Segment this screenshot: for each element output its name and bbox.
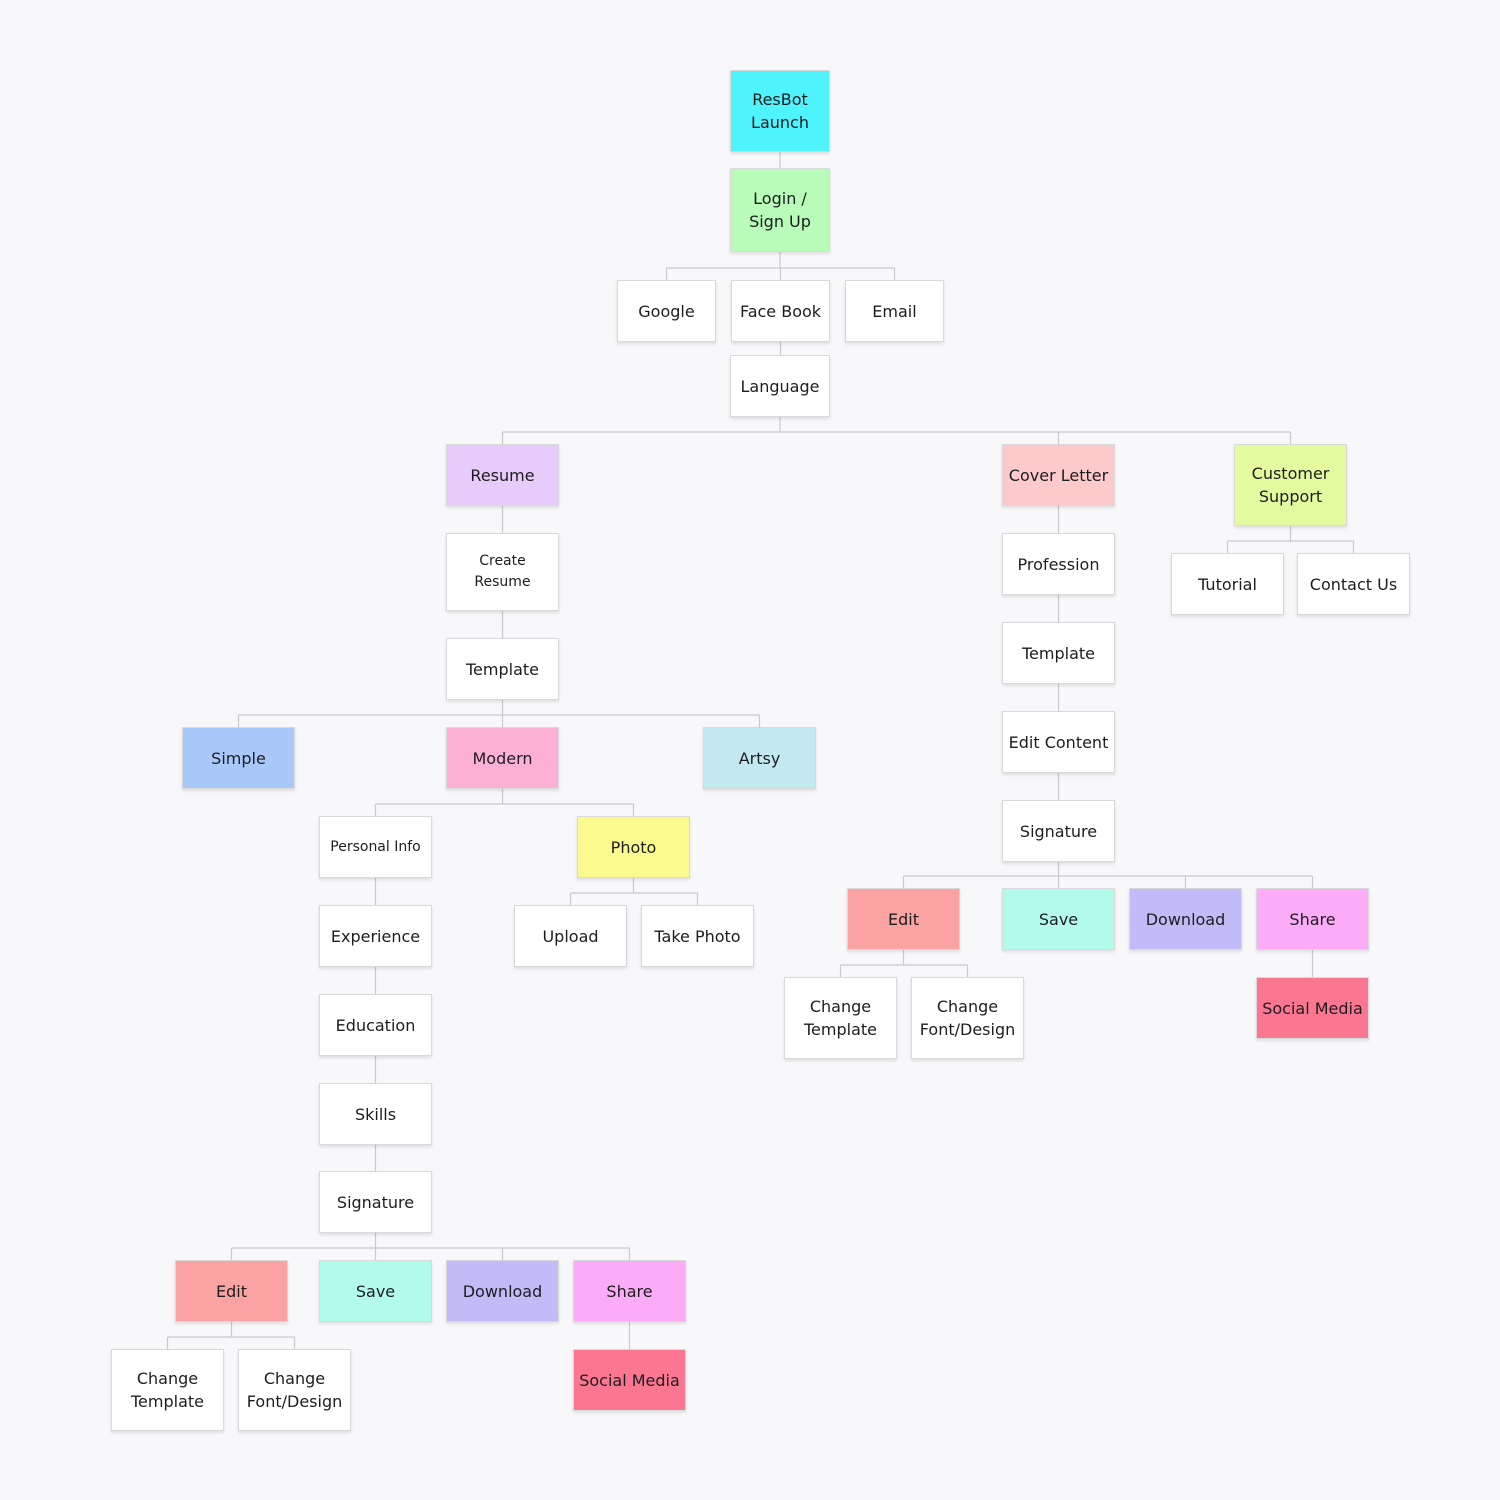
node-facebook: Face Book [731,280,830,342]
node-resume-share: Share [573,1260,686,1322]
node-resume: Resume [446,444,559,506]
node-cover-share: Share [1256,888,1369,950]
node-customer-support: Customer Support [1234,444,1347,526]
node-skills: Skills [319,1083,432,1145]
node-google: Google [617,280,716,342]
node-cover-save: Save [1002,888,1115,950]
node-cover-social-media: Social Media [1256,977,1369,1039]
node-cover-change-font: Change Font/Design [911,977,1024,1059]
node-modern: Modern [446,727,559,789]
node-education: Education [319,994,432,1056]
node-cover-letter: Cover Letter [1002,444,1115,506]
node-personal-info: Personal Info [319,816,432,878]
node-resume-save: Save [319,1260,432,1322]
node-language: Language [730,355,830,417]
node-login-signup: Login / Sign Up [730,168,830,252]
node-experience: Experience [319,905,432,967]
node-resume-download: Download [446,1260,559,1322]
node-cover-edit: Edit [847,888,960,950]
node-tutorial: Tutorial [1171,553,1284,615]
node-resume-template: Template [446,638,559,700]
node-resume-change-font: Change Font/Design [238,1349,351,1431]
node-upload: Upload [514,905,627,967]
node-resbot-launch: ResBot Launch [730,70,830,152]
node-edit-content: Edit Content [1002,711,1115,773]
node-resume-edit: Edit [175,1260,288,1322]
node-take-photo: Take Photo [641,905,754,967]
node-resume-change-template: Change Template [111,1349,224,1431]
node-cover-template: Template [1002,622,1115,684]
node-cover-change-template: Change Template [784,977,897,1059]
node-cover-download: Download [1129,888,1242,950]
node-email: Email [845,280,944,342]
node-photo: Photo [577,816,690,878]
node-simple: Simple [182,727,295,789]
node-profession: Profession [1002,533,1115,595]
node-resume-signature: Signature [319,1171,432,1233]
node-resume-social-media: Social Media [573,1349,686,1411]
node-contact-us: Contact Us [1297,553,1410,615]
node-artsy: Artsy [703,727,816,789]
node-cover-signature: Signature [1002,800,1115,862]
node-create-resume: Create Resume [446,533,559,611]
